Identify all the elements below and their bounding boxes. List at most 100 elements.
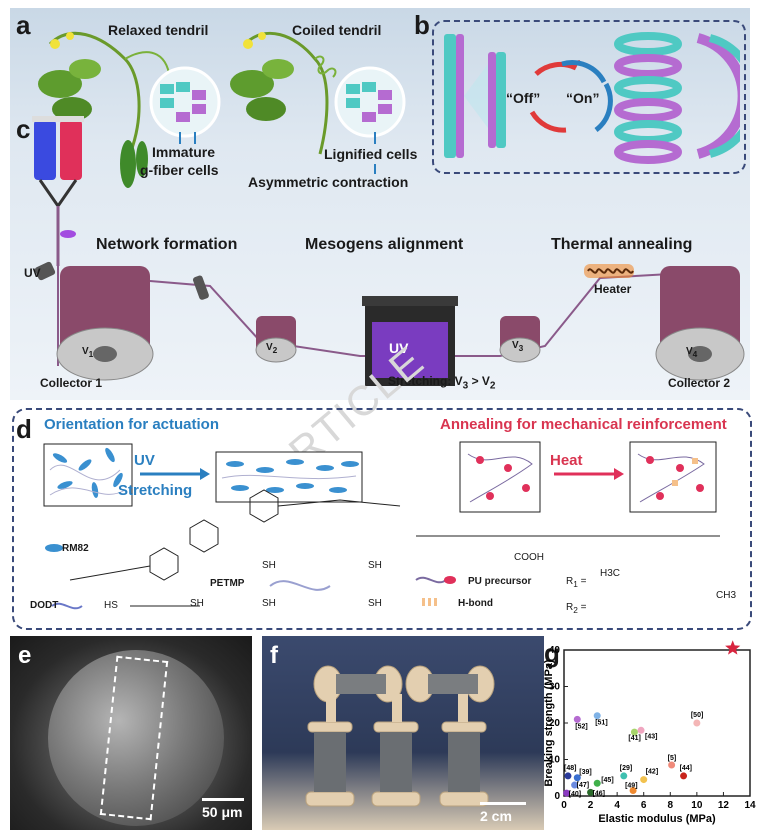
data-point-label: [46] [593,790,605,797]
spools-illustration [305,665,495,807]
y-tick-label: 20 [549,718,561,729]
orientation-heading: Orientation for actuation [44,416,220,433]
collector-2-drum [655,266,745,381]
x-tick-label: 4 [614,800,620,811]
heat-arrow-label: Heat [550,452,583,469]
uv-arrow-label: UV [134,452,155,469]
x-tick-label: 0 [561,800,567,811]
data-point-label: [51] [595,720,607,727]
y-tick-label: 10 [549,755,561,766]
annealing-heading: Annealing for mechanical reinforcement [440,416,727,433]
data-point [564,772,572,780]
data-point [573,774,581,782]
coil-helix [614,32,682,164]
pu-precursor-label: PU precursor [468,576,532,587]
collector-1-drum [56,266,154,381]
data-point-label: [39] [579,769,591,776]
asymmetric-label: Asymmetric contraction [248,174,409,190]
dodt-sh: SH [190,598,204,609]
dodt-hs: HS [104,600,118,611]
data-point-label: [48] [564,765,576,772]
panel-label-g: g [544,638,560,668]
data-point [668,761,676,769]
data-point-label: [45] [601,777,613,784]
spools-photo: f 2 cm [262,636,544,830]
plant-right [230,31,337,155]
data-point [693,719,701,727]
highlight-star-marker [725,640,741,655]
data-point-label: [50] [691,712,703,719]
data-point [593,712,601,720]
network-formation-label: Network formation [96,236,238,253]
heater-label: Heater [594,282,632,296]
sem-image: e 50 μm [10,636,252,830]
data-point [680,772,688,780]
data-point [593,779,601,787]
panel-label-c: c [16,114,31,144]
gfiber-label: g-fiber cells [140,162,219,178]
x-tick-label: 8 [668,800,674,811]
petmp-label: PETMP [210,578,245,589]
rm82-label: RM82 [62,543,89,554]
data-point [573,715,581,723]
panel-d-frame [12,408,752,630]
panel-label-f: f [270,642,278,669]
coiled-tendril-label: Coiled tendril [292,22,382,38]
x-tick-label: 10 [691,800,703,811]
cells-immature [149,66,221,138]
plant-left [38,31,171,188]
fiber-cross-section [48,650,224,826]
uv-chamber [362,296,458,386]
uv-label-c: UV [24,266,41,280]
roller-v3 [499,316,541,363]
data-point-label: [49] [625,783,637,790]
petmp-sh-2: SH [368,560,382,571]
data-point-label: [41] [628,735,640,742]
v4-label: V4 [686,346,698,359]
immature-label: Immature [152,144,216,160]
panel-c-illustration [32,116,745,386]
data-point-label: [5] [668,755,677,762]
x-tick-label: 6 [641,800,647,811]
stretching-condition: Stretching: V3 > V2 [388,374,496,392]
ch3-label: CH3 [716,590,737,601]
scale-bar-e [202,798,244,801]
x-tick-label: 2 [588,800,594,811]
collector-1-label: Collector 1 [40,376,103,390]
on-label: “On” [566,90,600,106]
scale-bar-f [480,802,526,805]
r1-label: R1 = [566,576,587,589]
data-point-label: [29] [620,765,632,772]
x-tick-label: 14 [744,800,756,811]
relaxed-tendril-label: Relaxed tendril [108,22,209,38]
petmp-sh-4: SH [368,598,382,609]
thermal-annealing-label: Thermal annealing [551,236,693,253]
y-tick-label: 30 [549,682,561,693]
petmp-sh-1: SH [262,560,276,571]
data-point-label: [40] [569,791,581,798]
data-point [620,772,628,780]
v3-label: V3 [512,340,524,353]
stretching-arrow-label: Stretching [118,482,193,499]
panel-label-d: d [16,414,32,444]
data-point [630,728,638,736]
scale-text-e: 50 μm [202,804,243,820]
x-axis-label: Elastic modulus (MPa) [598,813,716,825]
scale-text-f: 2 cm [480,808,512,824]
v1-label: V1 [82,346,94,359]
data-point [571,781,579,789]
cells-lignified [334,66,406,138]
uv-chamber-label: UV [389,340,409,356]
x-tick-label: 12 [718,800,730,811]
dodt-label: DODT [30,600,59,611]
data-point [629,787,637,795]
data-point [563,789,571,797]
data-point [640,776,648,784]
data-point [637,726,645,734]
data-point-label: [43] [645,733,657,740]
data-point-label: [52] [575,723,587,730]
panel-d-illustration [43,441,720,610]
y-tick-label: 40 [549,645,561,656]
data-point-label: [44] [680,765,692,772]
